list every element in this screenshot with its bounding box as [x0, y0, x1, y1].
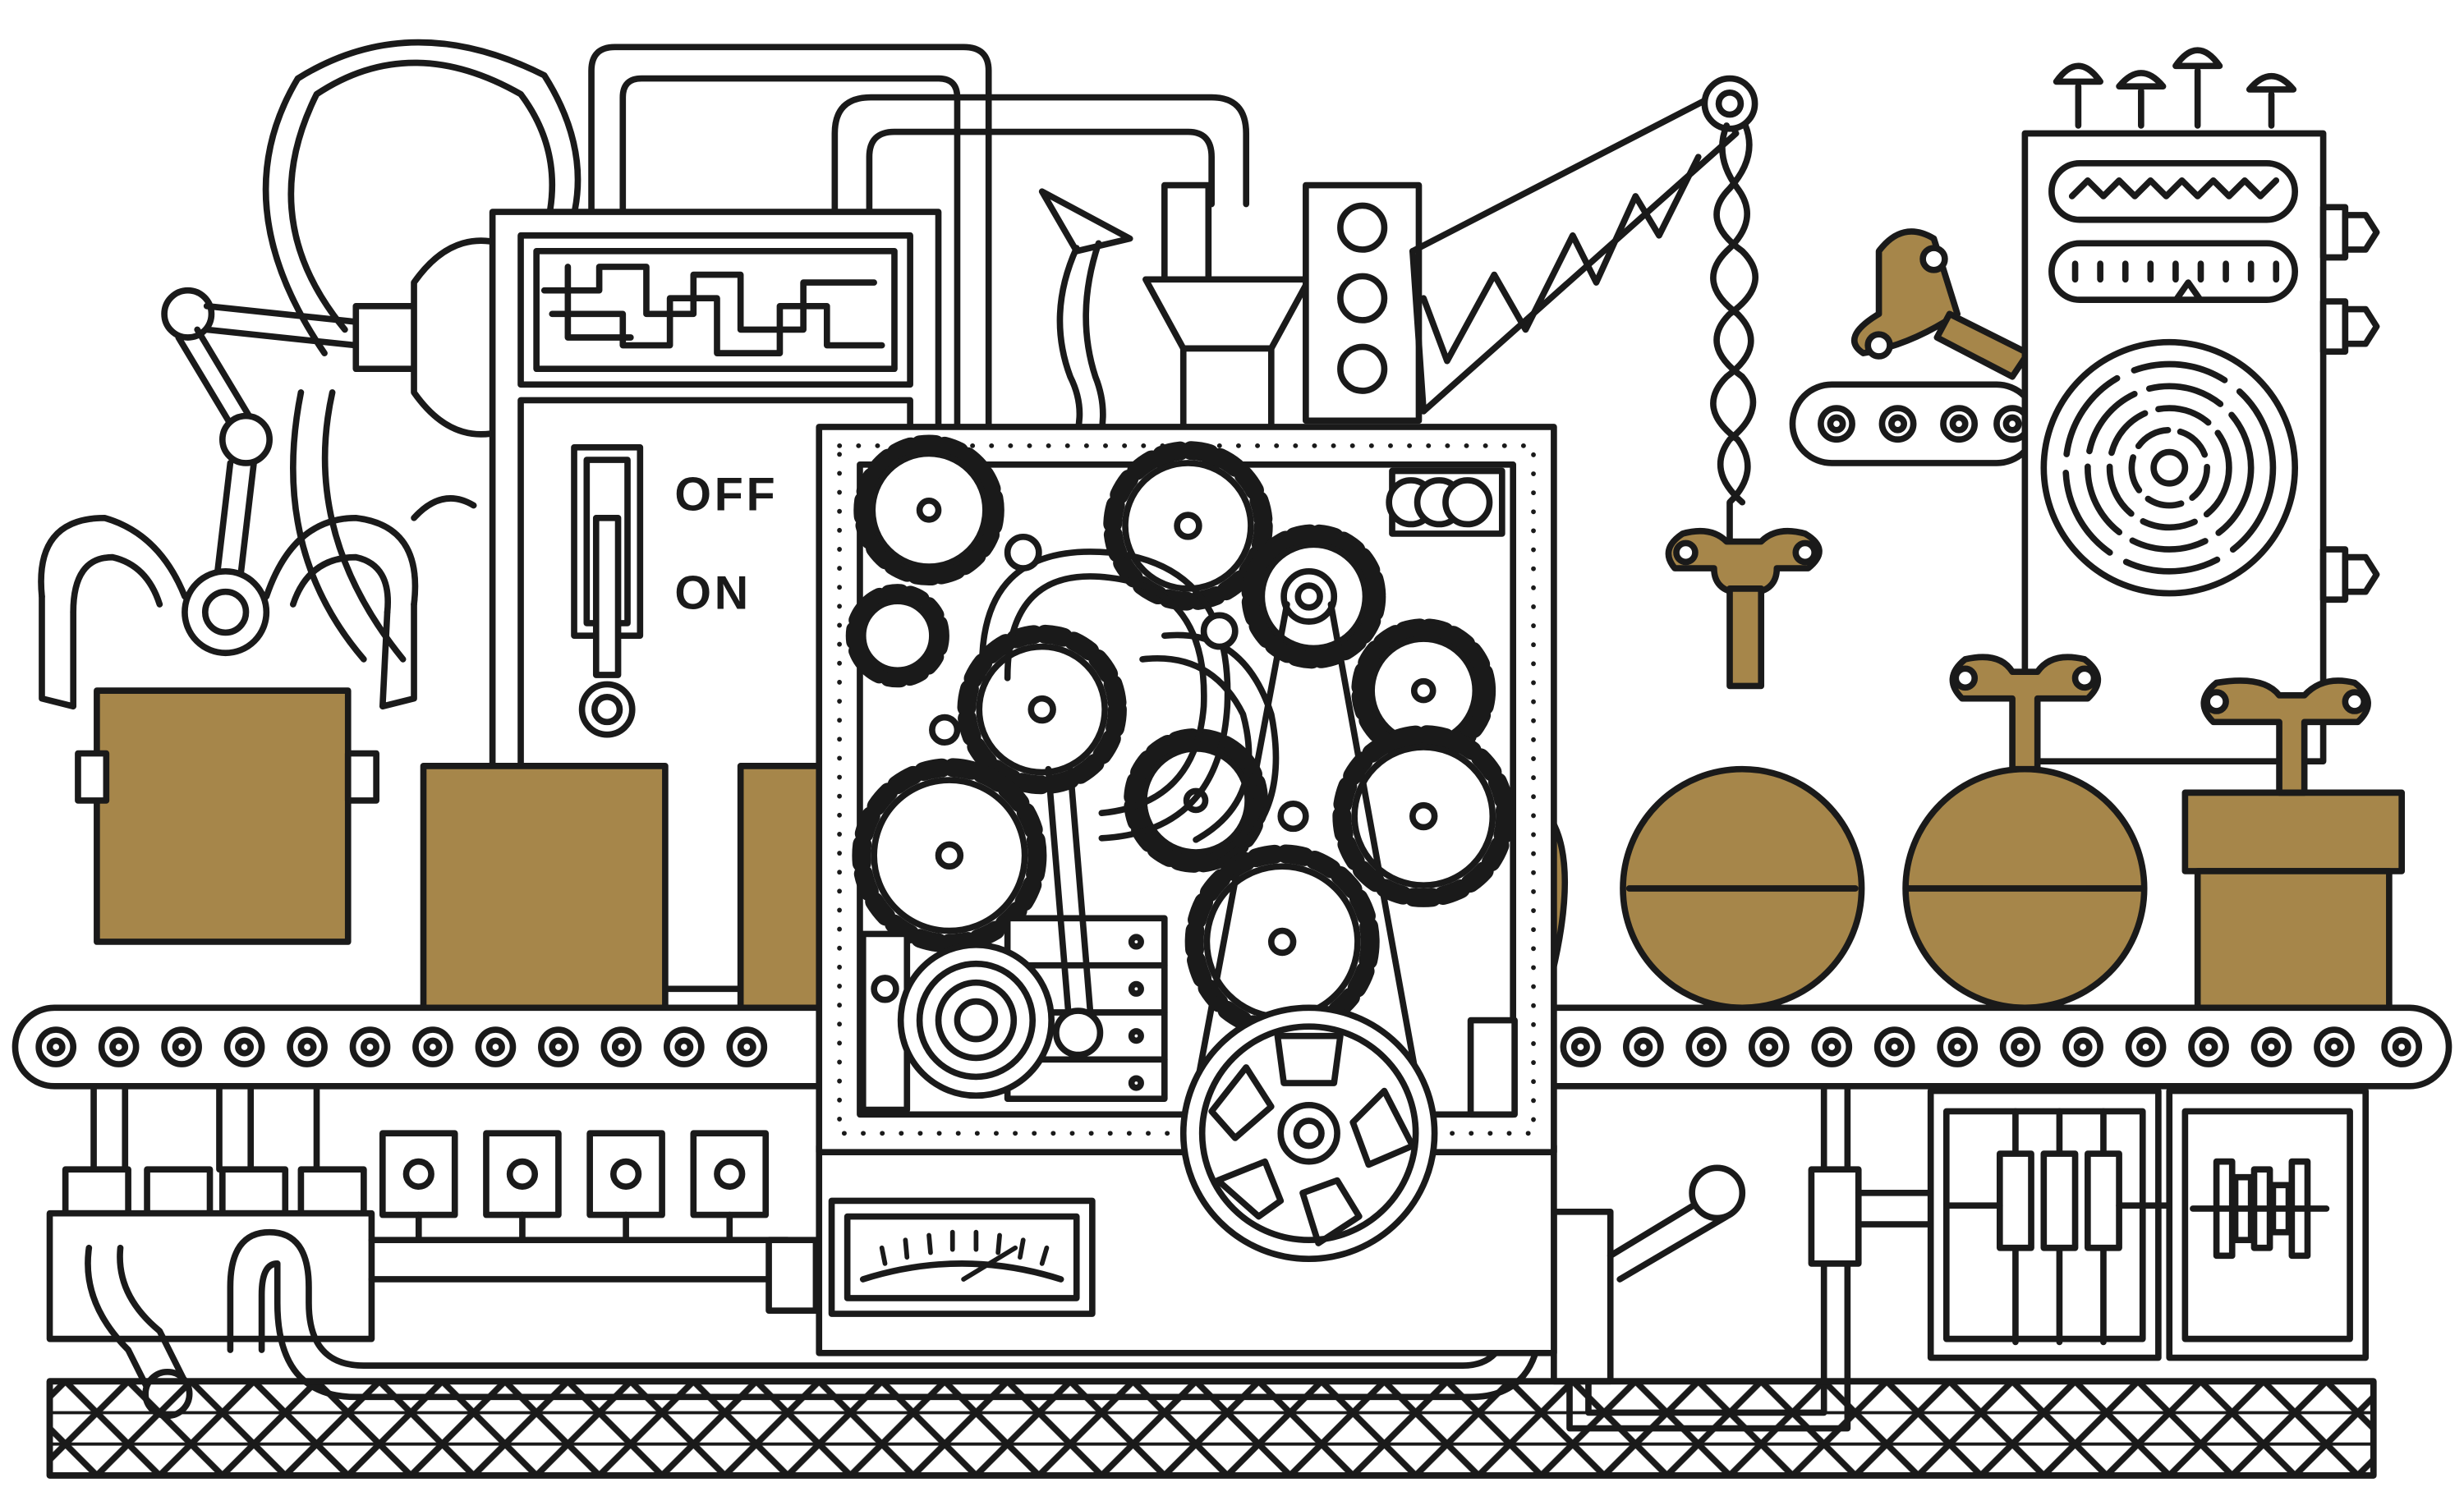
products-on-belt [1546, 765, 2405, 1013]
funnel [1038, 181, 1312, 475]
off-label: OFF [674, 468, 778, 521]
indicator-panel [1303, 181, 1423, 425]
fan-icon [2040, 338, 2299, 597]
pressure-gauge-icon [828, 1197, 1096, 1317]
wind-up-key-icon [1949, 654, 2371, 796]
crane-icon [1409, 75, 1758, 545]
base-truss [46, 1378, 2377, 1479]
robotic-arm [38, 237, 524, 945]
small-conveyor-belt [1789, 381, 2039, 466]
on-label: ON [674, 567, 752, 620]
background-pipes [262, 39, 1250, 663]
wind-up-key-icon [1665, 527, 1823, 690]
wind-up-key-icon [1851, 228, 2032, 380]
belt-pulley [1179, 568, 1518, 1262]
lever-icon [591, 693, 623, 726]
lower-right-machinery [1551, 1083, 2370, 1432]
crank-mechanism [859, 765, 1168, 1113]
